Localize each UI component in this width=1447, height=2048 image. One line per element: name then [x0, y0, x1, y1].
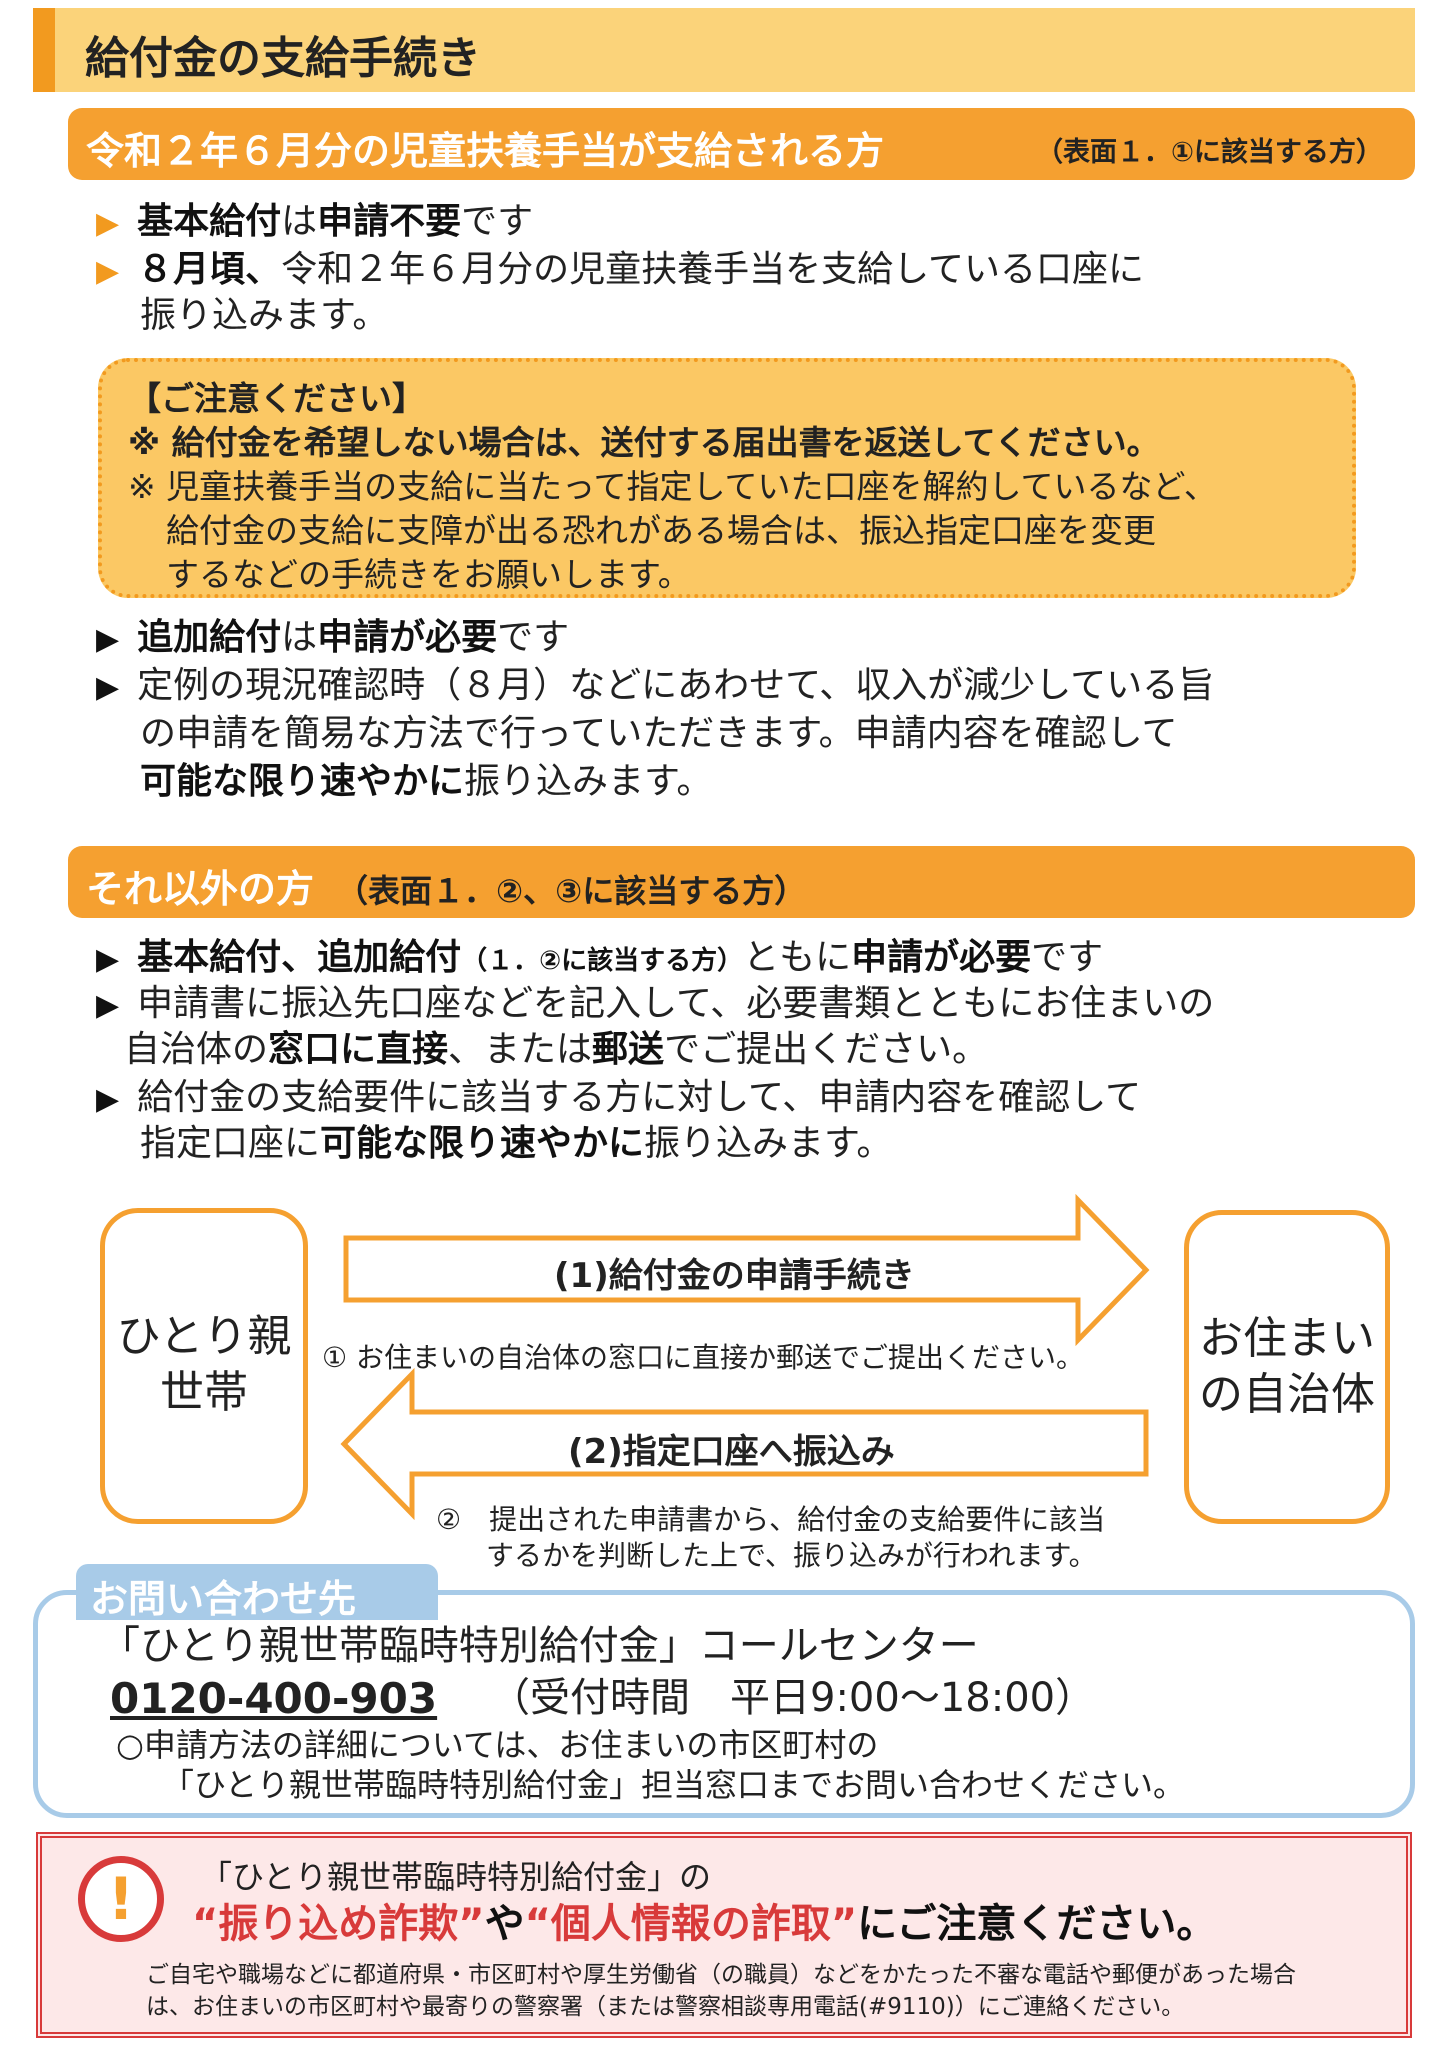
- notice-item-2b: 給付金の支給に支障が出る恐れがある場合は、振込指定口座を変更: [166, 511, 1156, 550]
- left-box-line1: ひとり親: [116, 1311, 292, 1362]
- warning-small-2: は、お住まいの市区町村や最寄りの警察署（または警察相談専用電話(#9110)）に…: [146, 1994, 1185, 2020]
- fraud-warning-box: [36, 1832, 1412, 2038]
- section2-subtitle: （表面１．②、③に該当する方）: [336, 872, 807, 910]
- arrow2-note2: するかを判断した上で、振り込みが行われます。: [486, 1539, 1097, 1572]
- arrow1-note: ① お住まいの自治体の窓口に直接か郵送でご提出ください。: [322, 1341, 1085, 1374]
- notice-heading: 【ご注意ください】: [128, 379, 425, 418]
- s2-bullet-3: ▶給付金の支給要件に該当する方に対して、申請内容を確認して: [96, 1077, 1142, 1118]
- black-triangle-icon: ▶: [96, 988, 120, 1023]
- additional-text-2: の申請を簡易な方法で行っていただきます。申請内容を確認して: [140, 713, 1178, 754]
- municipality-box: お住まい の自治体: [1184, 1210, 1390, 1524]
- additional-text-1: ▶定例の現況確認時（８月）などにあわせて、収入が減少している旨: [96, 665, 1215, 706]
- additional-benefit-line: ▶追加給付は申請が必要です: [96, 617, 570, 658]
- right-box-line2: の自治体: [1199, 1369, 1375, 1420]
- arrow2-note1: ② 提出された申請書から、給付金の支給要件に該当: [436, 1503, 1106, 1536]
- page-title: 給付金の支給手続き: [85, 33, 481, 84]
- right-arrow: [343, 1193, 1150, 1347]
- august-line-cont: 振り込みます。: [140, 295, 389, 336]
- contact-note-1: ○申請方法の詳細については、お住まいの市区町村の: [116, 1726, 879, 1764]
- call-center-name: 「ひとり親世帯臨時特別給付金」コールセンター: [100, 1623, 979, 1669]
- notice-item-1: ※ 給付金を希望しない場合は、送付する届出書を返送してください。: [128, 423, 1160, 462]
- exclamation-icon: !: [78, 1856, 164, 1942]
- single-parent-household-box: ひとり親 世帯: [100, 1208, 308, 1524]
- arrow2-label: (2)指定口座へ振込み: [568, 1432, 895, 1472]
- contact-tab-label: お問い合わせ先: [90, 1577, 357, 1621]
- orange-triangle-icon: ▶: [96, 206, 120, 241]
- black-triangle-icon: ▶: [96, 942, 120, 977]
- black-triangle-icon: ▶: [96, 622, 120, 657]
- notice-item-2c: するなどの手続きをお願いします。: [166, 555, 691, 594]
- left-box-line2: 世帯: [160, 1367, 248, 1418]
- black-triangle-icon: ▶: [96, 1082, 120, 1117]
- additional-text-3: 可能な限り速やかに振り込みます。: [140, 761, 713, 802]
- s2-bullet-3-cont: 指定口座に可能な限り速やかに振り込みます。: [140, 1123, 893, 1164]
- reception-hours: （受付時間 平日9:00～18:00）: [490, 1675, 1096, 1721]
- section2-header: それ以外の方 （表面１．②、③に該当する方）: [68, 846, 1415, 918]
- section2-title: それ以外の方: [86, 867, 315, 911]
- august-line: ▶８月頃、令和２年６月分の児童扶養手当を支給している口座に: [96, 249, 1145, 290]
- contact-tab: お問い合わせ先: [76, 1564, 438, 1621]
- notice-box: 【ご注意ください】 ※ 給付金を希望しない場合は、送付する届出書を返送してくださ…: [98, 358, 1356, 598]
- black-triangle-icon: ▶: [96, 670, 120, 705]
- warning-line-1: 「ひとり親世帯臨時特別給付金」の: [200, 1858, 712, 1896]
- right-box-line1: お住まい: [1199, 1313, 1375, 1364]
- s2-bullet-2: ▶申請書に振込先口座などを記入して、必要書類とともにお住まいの: [96, 983, 1215, 1024]
- section1-title: 令和２年６月分の児童扶養手当が支給される方: [86, 129, 885, 173]
- orange-triangle-icon: ▶: [96, 254, 120, 289]
- notice-item-2a: ※ 児童扶養手当の支給に当たって指定していた口座を解約しているなど、: [128, 467, 1217, 506]
- title-accent: [33, 8, 55, 92]
- contact-box: [33, 1590, 1415, 1818]
- page-title-bar: 給付金の支給手続き: [33, 8, 1415, 92]
- basic-benefit-line: ▶基本給付は申請不要です: [96, 201, 534, 242]
- section1-header: 令和２年６月分の児童扶養手当が支給される方 （表面１．①に該当する方）: [68, 108, 1415, 180]
- section1-subtitle: （表面１．①に該当する方）: [1036, 137, 1383, 168]
- arrow1-label: (1)給付金の申請手続き: [554, 1256, 915, 1296]
- left-arrow: [340, 1367, 1149, 1521]
- contact-note-2: 「ひとり親世帯臨時特別給付金」担当窓口までお問い合わせください。: [162, 1766, 1186, 1804]
- warning-small-1: ご自宅や職場などに都道府県・市区町村や厚生労働省（の職員）などをかたった不審な電…: [146, 1962, 1296, 1988]
- phone-number[interactable]: 0120-400-903: [110, 1674, 438, 1723]
- s2-bullet-2-cont: 自治体の窓口に直接、または郵送でご提出ください。: [124, 1029, 989, 1070]
- warning-headline: “振り込め詐欺”や“個人情報の詐取”にご注意ください。: [192, 1901, 1217, 1947]
- s2-bullet-1: ▶基本給付、追加給付（１．②に該当する方）ともに申請が必要です: [96, 937, 1104, 978]
